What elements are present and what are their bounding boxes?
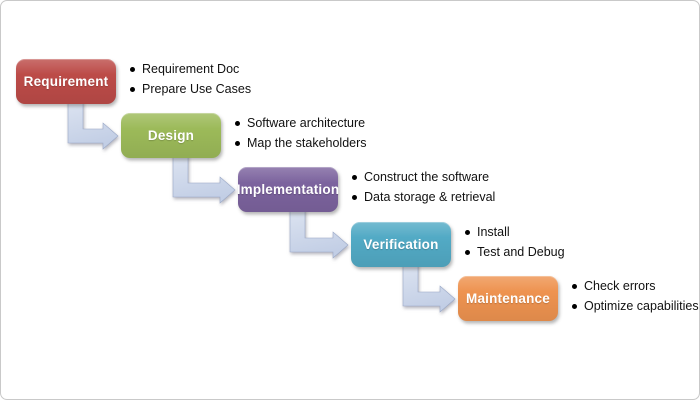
stage-label: Verification (363, 237, 439, 252)
bullet-item: Requirement Doc (130, 59, 251, 79)
bullet-item: Check errors (572, 276, 699, 296)
bullet-item: Software architecture (235, 113, 367, 133)
bullet-item: Install (465, 222, 565, 242)
stage-label: Design (147, 128, 195, 143)
stage-box-maintenance: Maintenance (458, 276, 558, 321)
stage-box-requirement: Requirement (16, 59, 116, 104)
stage-label: Requirement (23, 74, 109, 89)
bullet-item: Data storage & retrieval (352, 187, 495, 207)
flow-arrow-requirement-to-design (67, 98, 119, 150)
stage-box-implementation: Implementation (236, 167, 340, 212)
bullet-item: Construct the software (352, 167, 495, 187)
stage-box-verification: Verification (351, 222, 451, 267)
bullet-item: Map the stakeholders (235, 133, 367, 153)
bullet-item: Test and Debug (465, 242, 565, 262)
stage-label: Maintenance (466, 291, 550, 306)
flow-arrow-implementation-to-verification (289, 206, 349, 259)
stage-box-design: Design (121, 113, 221, 158)
flow-arrow-design-to-implementation (172, 152, 236, 204)
stage-label: Implementation (236, 182, 340, 197)
bullet-item: Optimize capabilities (572, 296, 699, 316)
flow-arrow-verification-to-maintenance (402, 261, 456, 313)
bullet-item: Prepare Use Cases (130, 79, 251, 99)
